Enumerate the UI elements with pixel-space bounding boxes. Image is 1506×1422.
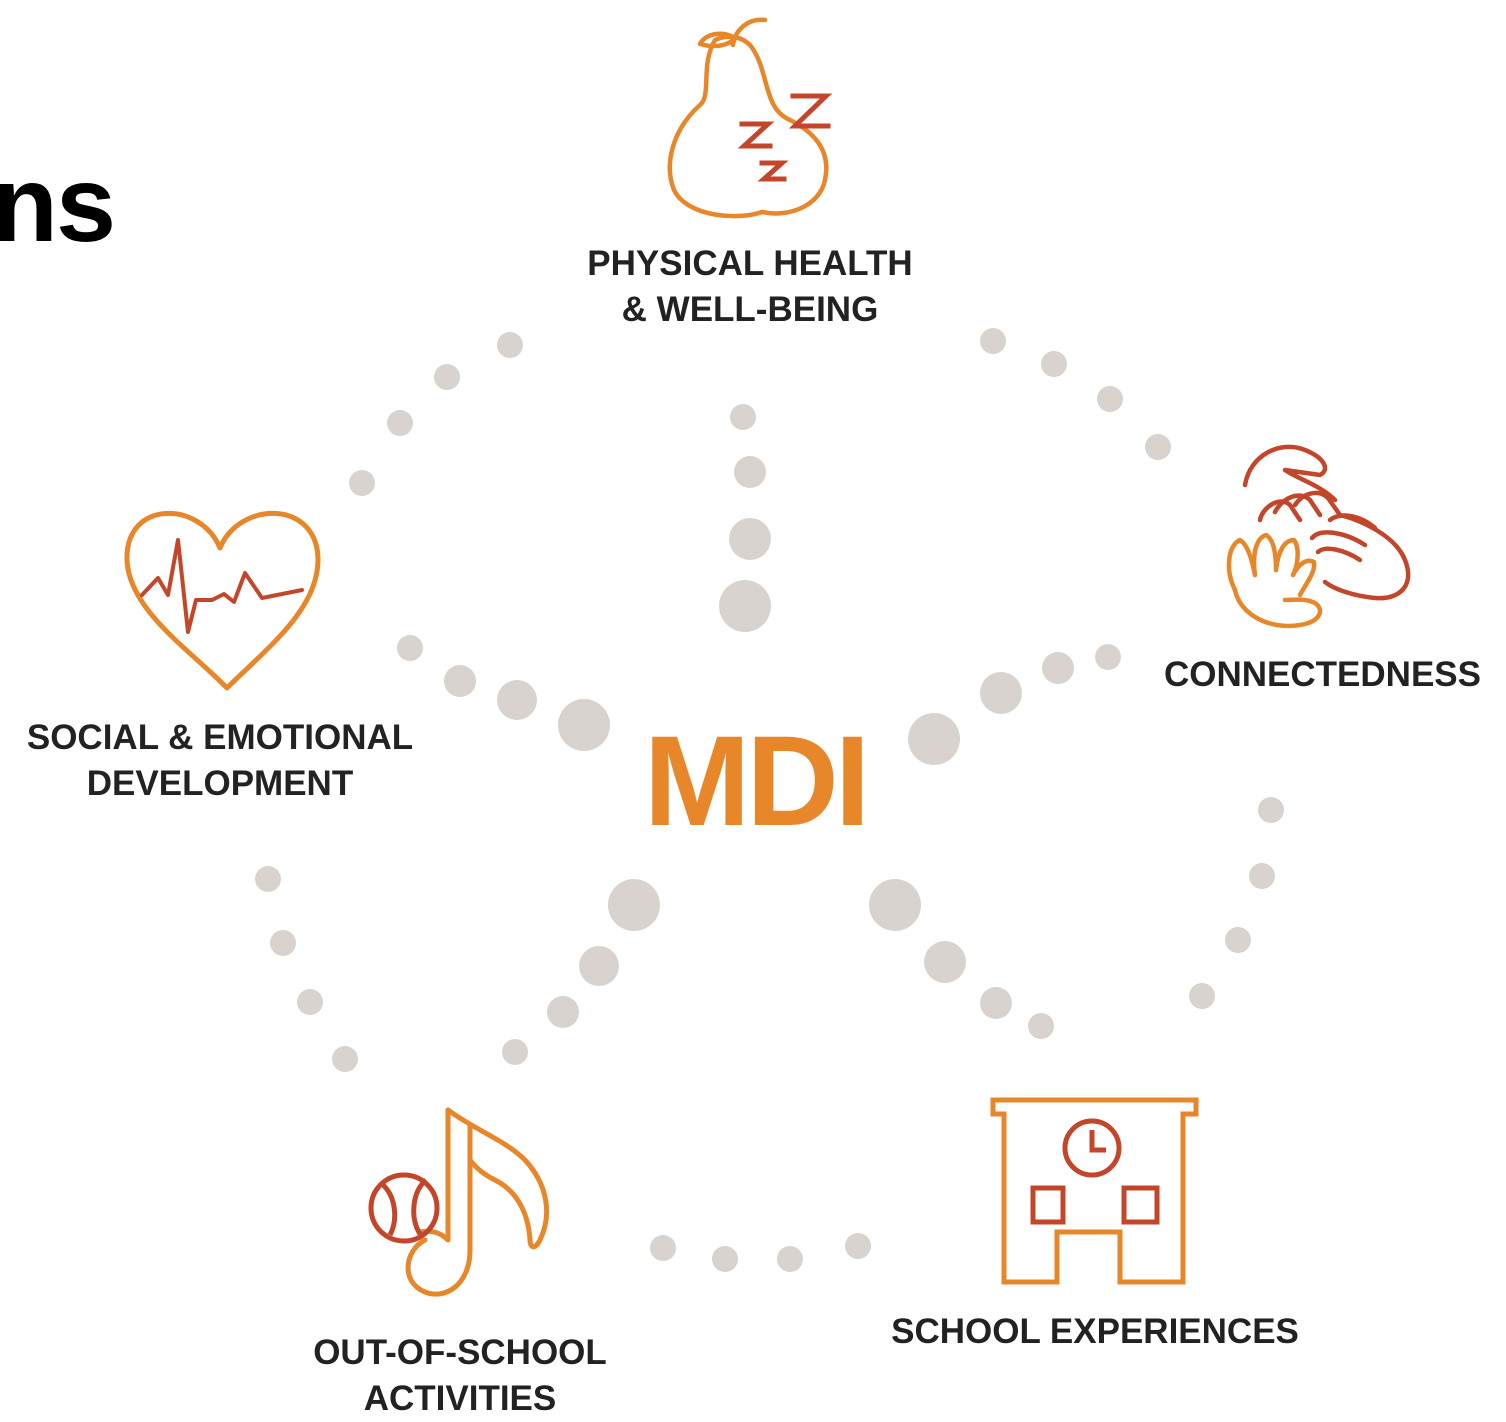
- connector-dot: [349, 470, 375, 496]
- connector-dot: [332, 1046, 358, 1072]
- connector-dot: [579, 946, 619, 986]
- heart-pulse-icon: [124, 511, 321, 691]
- label-out-of-school: OUT-OF-SCHOOL ACTIVITIES: [300, 1330, 620, 1422]
- connector-dot: [558, 699, 610, 751]
- label-physical: PHYSICAL HEALTH & WELL-BEING: [555, 241, 945, 333]
- label-line: DEVELOPMENT: [86, 764, 354, 803]
- label-connectedness: CONNECTEDNESS: [1150, 652, 1495, 698]
- connector-dot: [387, 410, 413, 436]
- connector-dot: [980, 987, 1012, 1019]
- label-school: SCHOOL EXPERIENCES: [880, 1309, 1310, 1355]
- connector-dot: [1097, 386, 1123, 412]
- connector-dot: [908, 713, 960, 765]
- connector-dot: [1258, 797, 1284, 823]
- school-building-icon: [990, 1097, 1199, 1285]
- connector-dot: [497, 332, 523, 358]
- connector-dot: [980, 328, 1006, 354]
- connector-dot: [712, 1246, 738, 1272]
- label-social: SOCIAL & EMOTIONAL DEVELOPMENT: [5, 715, 435, 807]
- connector-dot: [255, 866, 281, 892]
- label-line: OUT-OF-SCHOOL: [313, 1333, 607, 1372]
- connector-dot: [608, 879, 660, 931]
- label-line: ACTIVITIES: [363, 1379, 557, 1418]
- connector-dot: [980, 672, 1022, 714]
- connector-dot: [719, 580, 771, 632]
- connector-dot: [777, 1246, 803, 1272]
- label-line: SOCIAL & EMOTIONAL: [26, 718, 414, 757]
- connector-dot: [270, 930, 296, 956]
- connector-dot: [502, 1039, 528, 1065]
- connector-dot: [734, 456, 766, 488]
- connector-dot: [1042, 652, 1074, 684]
- label-line: SCHOOL EXPERIENCES: [891, 1312, 1299, 1351]
- connector-dot: [845, 1233, 871, 1259]
- connector-dot: [1249, 863, 1275, 889]
- hands-icon: [1226, 444, 1411, 629]
- connector-dot: [1028, 1013, 1054, 1039]
- label-line: PHYSICAL HEALTH: [587, 244, 913, 283]
- connector-dot: [1225, 927, 1251, 953]
- connector-dot: [924, 941, 966, 983]
- pear-sleep-icon: [667, 17, 833, 219]
- label-line: CONNECTEDNESS: [1164, 655, 1481, 694]
- music-baseball-icon: [368, 1107, 550, 1297]
- connector-dot: [397, 635, 423, 661]
- connector-dot: [730, 404, 756, 430]
- connector-dot: [869, 879, 921, 931]
- connector-dot: [729, 518, 771, 560]
- connector-dot: [1145, 434, 1171, 460]
- page-title-fragment: ns: [0, 143, 116, 264]
- connector-dot: [547, 996, 579, 1028]
- connector-dot: [497, 680, 537, 720]
- connector-dot: [650, 1235, 676, 1261]
- connector-dot: [444, 665, 476, 697]
- connector-dot: [1041, 351, 1067, 377]
- center-label: MDI: [643, 710, 871, 853]
- connector-dot: [1189, 983, 1215, 1009]
- connector-dot: [297, 989, 323, 1015]
- connector-dot: [434, 364, 460, 390]
- label-line: & WELL-BEING: [621, 290, 879, 329]
- connector-dot: [1095, 644, 1121, 670]
